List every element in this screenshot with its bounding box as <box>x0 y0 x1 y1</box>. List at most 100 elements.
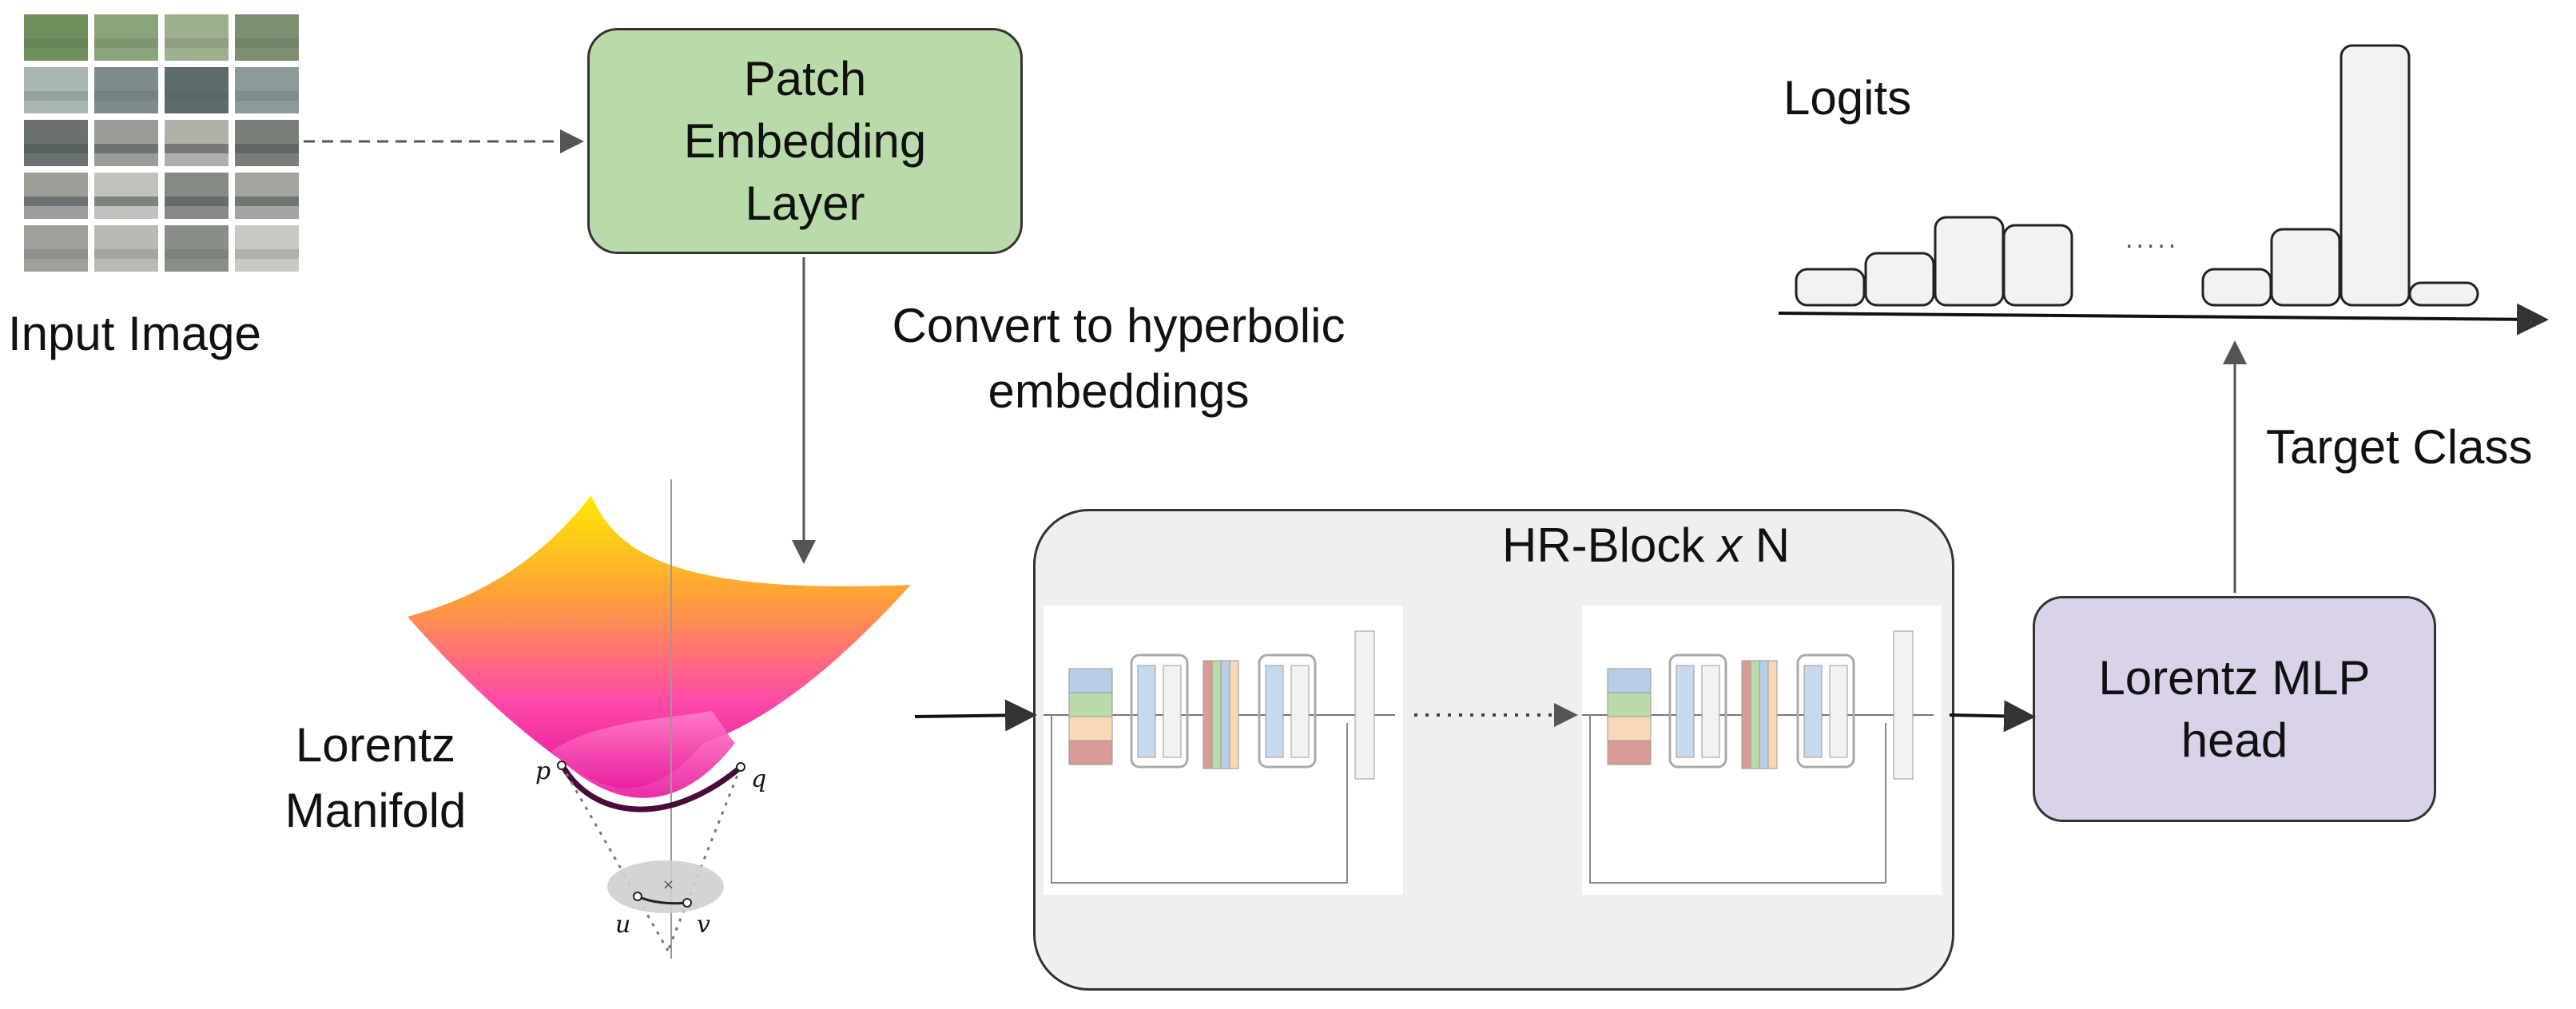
image-patch <box>165 120 229 166</box>
last-block-mlp-inner <box>1829 665 1848 758</box>
first-block-residual-line <box>1051 715 1348 884</box>
arrow-manifold-to-hr <box>914 699 1037 732</box>
last-block-output-block <box>1893 630 1914 780</box>
image-patch-detail <box>235 38 299 48</box>
lorentz-mlp-head-box: Lorentz MLP head <box>2033 596 2436 822</box>
image-patch <box>94 120 158 166</box>
image-patch <box>165 225 229 272</box>
image-patch-detail <box>94 38 158 48</box>
projection-line-p <box>560 765 670 951</box>
hr-block-label: HR-Block x N <box>1502 518 1790 573</box>
patch-embedding-box: Patch Embedding Layer <box>587 28 1023 254</box>
first-block-mlp-inner <box>1265 665 1284 758</box>
logit-bar <box>2201 268 2272 307</box>
point-p-label: p <box>535 757 551 785</box>
lorentz-manifold-graphic: × p q u v <box>407 479 911 959</box>
image-patch <box>94 173 158 219</box>
image-patch-detail <box>165 144 229 153</box>
image-patch-detail <box>24 91 88 101</box>
last-block-norm-inner <box>1676 665 1695 758</box>
first-block-output-block <box>1354 630 1375 780</box>
point-v-label: v <box>697 911 710 939</box>
image-patch-detail <box>165 38 229 48</box>
logit-bar <box>2270 228 2341 307</box>
convert-label-line1: Convert to hyperbolic <box>892 299 1346 352</box>
image-patch-detail <box>94 91 158 101</box>
image-patch-detail <box>165 91 229 101</box>
first-block-norm-inner <box>1163 665 1182 758</box>
lorentz-mlp-head-label: Lorentz MLP head <box>2098 650 2371 767</box>
image-patch <box>235 173 299 219</box>
last-block-norm-inner <box>1701 665 1720 758</box>
point-q-label: q <box>751 765 766 793</box>
image-patch-detail <box>235 91 299 101</box>
point-v-marker <box>682 898 692 908</box>
image-patch <box>165 67 229 113</box>
point-p-marker <box>557 761 566 770</box>
hr-block-dotted-arrowhead <box>1554 703 1578 727</box>
image-patch <box>24 67 88 113</box>
last-block-embedding-stripe <box>1607 692 1652 717</box>
image-patch-detail <box>24 144 88 153</box>
logits-ellipsis: ..... <box>2125 224 2180 254</box>
image-patch-detail <box>165 197 229 206</box>
image-patch <box>165 14 229 61</box>
logit-bar <box>2408 281 2479 307</box>
hr-block-label-suffix: N <box>1742 518 1791 572</box>
hr-block-label-prefix: HR-Block <box>1502 518 1719 572</box>
first-block-mlp-block <box>1258 653 1317 769</box>
image-patch-detail <box>94 144 158 153</box>
manifold-label-line2: Manifold <box>284 784 467 837</box>
input-image-patches <box>24 14 299 272</box>
origin-cross: × <box>662 876 674 893</box>
first-block-norm-inner <box>1137 665 1156 758</box>
last-block-embedding-stripe <box>1607 668 1652 693</box>
logit-bar <box>1934 216 2005 307</box>
first-block-norm-block <box>1130 653 1189 769</box>
last-block-attention-stripe <box>1767 660 1778 769</box>
last-block-norm-block <box>1668 653 1727 769</box>
image-patch-detail <box>235 144 299 153</box>
point-u-marker <box>633 892 642 901</box>
image-patch-detail <box>235 249 299 259</box>
logits-label: Logits <box>1783 71 1912 125</box>
point-u-label: u <box>615 911 630 939</box>
first-block-embedding-stripe <box>1068 740 1113 765</box>
logits-axis <box>1778 303 2549 336</box>
image-patch-detail <box>94 249 158 259</box>
logit-bar <box>1864 252 1935 307</box>
image-patch <box>235 225 299 272</box>
input-image-label: Input Image <box>8 307 261 360</box>
manifold-front-fold <box>551 711 735 798</box>
first-block-embedding-stripe <box>1068 716 1113 741</box>
image-patch <box>165 173 229 219</box>
image-patch <box>94 225 158 272</box>
last-block-embedding-stripe <box>1607 740 1652 765</box>
first-block-mlp-inner <box>1290 665 1310 758</box>
last-block-mlp-inner <box>1803 665 1823 758</box>
image-patch <box>24 14 88 61</box>
image-patch <box>24 120 88 166</box>
image-patch <box>235 67 299 113</box>
logit-bar <box>2339 44 2411 307</box>
image-patch <box>235 14 299 61</box>
manifold-label-line1: Lorentz <box>295 718 456 772</box>
point-q-marker <box>736 762 745 772</box>
image-patch <box>94 14 158 61</box>
last-block-mlp-block <box>1796 653 1855 769</box>
convert-label-line2: embeddings <box>988 364 1250 418</box>
image-patch-detail <box>24 249 88 259</box>
image-patch <box>235 120 299 166</box>
geodesic-curve <box>560 765 741 812</box>
first-block-attention-stripe <box>1229 660 1239 769</box>
arrow-hr-to-mlp <box>1949 700 2036 733</box>
image-patch-detail <box>165 249 229 259</box>
patch-embedding-label: Patch Embedding Layer <box>683 51 927 230</box>
image-patch-detail <box>94 197 158 206</box>
last-block-embedding-stripe <box>1607 716 1652 741</box>
manifold-surface <box>407 495 911 789</box>
image-patch-detail <box>24 197 88 206</box>
